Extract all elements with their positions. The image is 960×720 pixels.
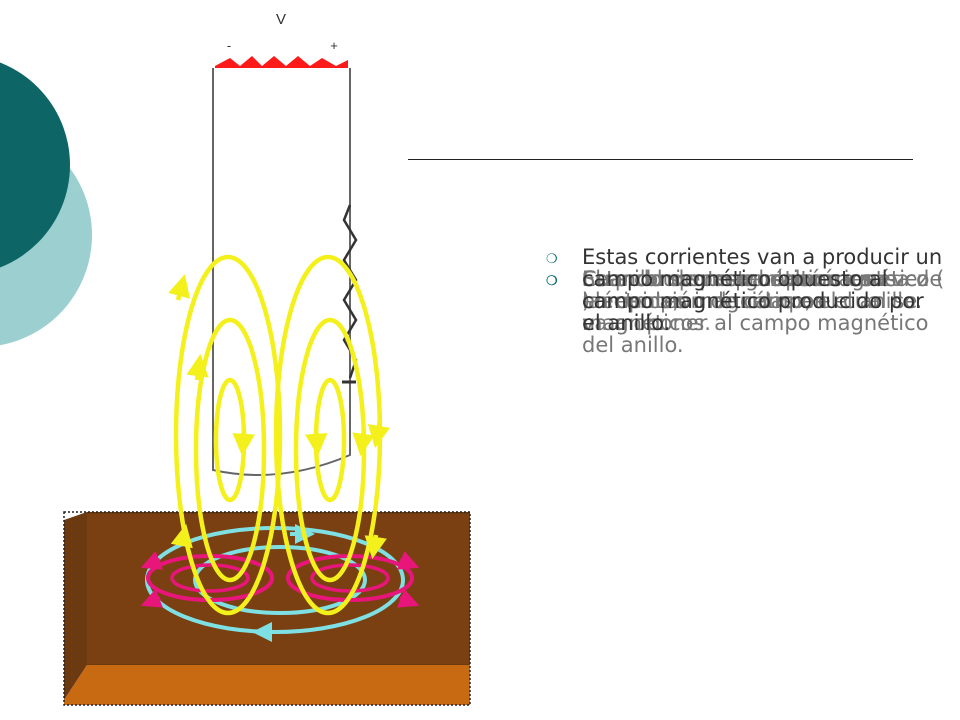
bullet-text: El anillo de metal saltó a causa de la r… xyxy=(582,267,943,335)
field-arrow-2 xyxy=(367,419,391,449)
decor-circle-dark xyxy=(0,62,70,268)
field-arrow-5 xyxy=(232,429,255,457)
induced-arrow-2 xyxy=(140,589,163,608)
field-arrow-3 xyxy=(186,353,209,381)
bullet-icon: ❍ xyxy=(546,274,558,289)
induced-arrow-4 xyxy=(397,589,420,608)
bullet-icon: ❍ xyxy=(546,274,558,289)
induced-field-left-inner xyxy=(170,563,250,593)
induced-field-right-inner xyxy=(310,563,390,593)
induced-arrow-1 xyxy=(140,551,163,570)
field-arrow-7 xyxy=(170,523,193,549)
field-line-left-mid xyxy=(193,317,267,583)
minus-label: - xyxy=(227,38,231,53)
plus-label: + xyxy=(330,38,338,53)
field-line-left-outer xyxy=(173,254,283,616)
bullet-text: Esta corriente producirá a su vez un cam… xyxy=(582,267,929,357)
voltage-label: V xyxy=(276,11,286,28)
induced-arrow-3 xyxy=(397,551,420,570)
bullet-icon: ❍ xyxy=(546,274,558,289)
field-arrow-6 xyxy=(305,429,328,457)
battery-icon xyxy=(215,56,348,68)
field-arrow-8 xyxy=(364,534,387,560)
bullet-icon: ❍ xyxy=(546,274,558,289)
bullet-text: Este campo magnético crea corrientes ind… xyxy=(582,267,923,313)
eddy-current-inner xyxy=(193,545,367,615)
metal-block-bottom xyxy=(64,665,470,705)
bullet-text: Cuando se pasa una corriente eléctrica, xyxy=(582,267,897,313)
field-arrow-4 xyxy=(352,429,375,457)
field-arrow-1 xyxy=(168,274,190,301)
metal-block-outline xyxy=(63,511,471,706)
metal-block-front xyxy=(87,514,470,664)
bullet-icon: ❍ xyxy=(546,252,558,267)
bullet-icon: ❍ xyxy=(546,274,558,289)
bullet-area: ❍ Se produce un campo magnético ( ) ❍ Es… xyxy=(546,246,950,446)
bullet-text: Se produce un campo magnético ( ) xyxy=(582,267,945,313)
bullet-text: Estas corrientes van a producir un campo… xyxy=(582,245,943,335)
